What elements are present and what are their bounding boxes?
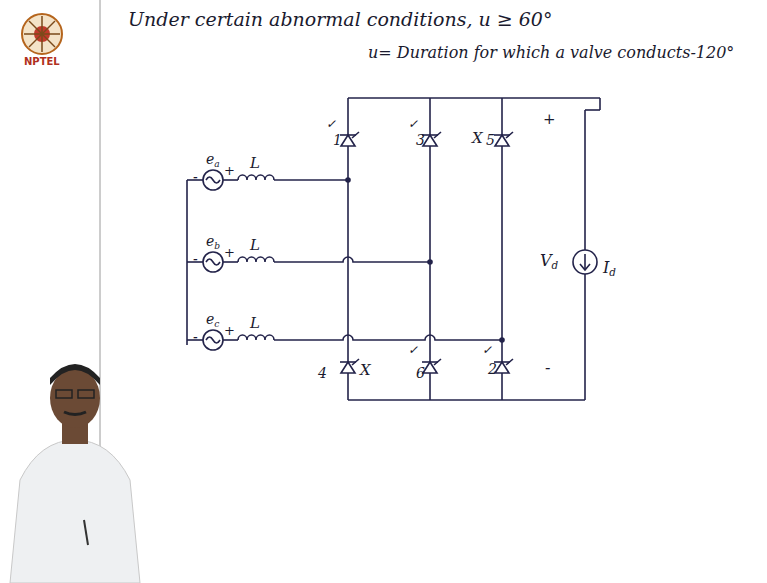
lecturer-figure	[10, 364, 140, 583]
note-text: Under certain abnormal conditions, u ≥ 6…	[128, 10, 552, 29]
current-label: Id	[603, 260, 616, 278]
voltage-label: Vd	[540, 253, 558, 271]
thyristor-symbols	[340, 132, 513, 373]
cross-mark: X	[472, 131, 483, 146]
valve-number: 2	[488, 362, 497, 376]
source-name: ea	[206, 152, 220, 169]
polarity-sign: +	[224, 246, 235, 259]
source-name: ec	[206, 312, 219, 329]
note-text: u= Duration for which a valve conducts-1…	[368, 45, 734, 61]
bridge-wiring	[187, 98, 600, 400]
cross-mark: X	[360, 363, 371, 378]
source-name: eb	[206, 234, 220, 251]
polarity-sign: -	[193, 330, 198, 344]
inductor-label: L	[250, 316, 260, 331]
valve-number: 5	[486, 133, 495, 147]
polarity-sign: -	[193, 252, 198, 266]
polarity-sign: -	[545, 360, 550, 376]
polarity-sign: +	[224, 164, 235, 177]
check-mark: ✓	[408, 118, 418, 130]
nptel-logo	[22, 14, 62, 54]
inductor-label: L	[250, 238, 260, 253]
check-mark: ✓	[408, 344, 418, 356]
valve-number: 4	[318, 366, 327, 380]
polarity-sign: +	[224, 324, 235, 337]
valve-number: 6	[416, 366, 425, 380]
polarity-sign: +	[543, 112, 556, 127]
inductor-label: L	[250, 156, 260, 171]
check-mark: ✓	[326, 118, 336, 130]
valve-number: 1	[333, 133, 342, 147]
check-mark: ✓	[482, 344, 492, 356]
junction-dots	[345, 177, 505, 343]
valve-number: 3	[416, 133, 425, 147]
polarity-sign: -	[193, 170, 198, 184]
logo-text: NPTEL	[24, 57, 60, 67]
